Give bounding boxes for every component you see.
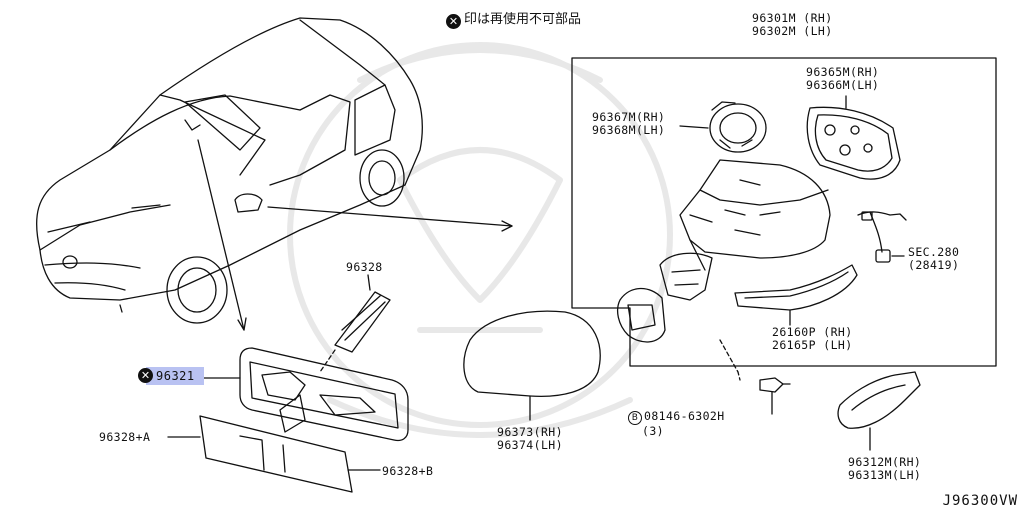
bolt-part	[719, 339, 791, 415]
inner-mirror-glass-part	[167, 415, 381, 493]
label-sec280-title: SEC.280	[908, 245, 960, 259]
watermark-emblem	[287, 42, 673, 438]
mirror-housing-part	[679, 159, 831, 271]
label-sec280-ref: (28419)	[908, 258, 960, 272]
mirror-cover-part	[463, 310, 601, 421]
highlight-box	[146, 367, 204, 385]
label-96321-highlighted: ✕ 96321	[138, 366, 204, 386]
label-96373-lh: 96374(LH)	[497, 438, 563, 452]
label-bolt-part: 08146-6302H	[644, 409, 725, 423]
label-96328-b: 96328+B	[382, 464, 434, 478]
leader-arrows	[197, 139, 513, 331]
label-96312-rh: 96312M(RH)	[848, 455, 922, 469]
label-96373-rh: 96373(RH)	[497, 425, 563, 439]
label-96367-rh: 96367M(RH)	[592, 110, 666, 124]
car-illustration	[35, 17, 423, 324]
label-96321: 96321	[156, 369, 195, 383]
mirror-stay-part	[319, 274, 391, 373]
bolt-symbol-icon: B	[628, 411, 642, 425]
label-96328: 96328	[346, 260, 383, 274]
label-96328-a: 96328+A	[99, 430, 151, 444]
label-96312-lh: 96313M(LH)	[848, 468, 922, 482]
label-26160: 26160P (RH) 26165P (LH)	[772, 326, 853, 352]
x-circle-icon: ✕	[138, 368, 153, 383]
label-96365-lh: 96366M(LH)	[806, 78, 880, 92]
label-96312: 96312M(RH) 96313M(LH)	[848, 456, 921, 482]
label-96365-rh: 96365M(RH)	[806, 65, 880, 79]
mirror-motor-part	[679, 101, 767, 153]
label-96301: 96301M (RH) 96302M (LH)	[752, 12, 833, 38]
inner-mirror-part	[203, 347, 409, 442]
label-96367: 96367M(RH) 96368M(LH)	[592, 111, 665, 137]
label-96301-rh: 96301M (RH)	[752, 11, 833, 25]
reuse-note-text: 印は再使用不可部品	[464, 12, 582, 27]
turn-signal-part	[734, 264, 858, 326]
label-96367-lh: 96368M(LH)	[592, 123, 666, 137]
label-96365: 96365M(RH) 96366M(LH)	[806, 66, 879, 92]
harness-connector-part	[857, 211, 907, 263]
side-lamp-part	[837, 371, 921, 451]
reuse-note: ✕印は再使用不可部品	[446, 8, 581, 29]
diagram-code: J96300VW	[942, 493, 1018, 509]
mirror-glass-part	[806, 95, 901, 180]
label-26160-lh: 26165P (LH)	[772, 338, 853, 352]
label-96301-lh: 96302M (LH)	[752, 24, 833, 38]
mirror-base-part	[617, 252, 713, 343]
label-bolt-qty: (3)	[642, 424, 664, 438]
label-26160-rh: 26160P (RH)	[772, 325, 853, 339]
x-circle-icon: ✕	[446, 14, 461, 29]
label-sec280: SEC.280 (28419)	[908, 246, 959, 272]
label-96373: 96373(RH) 96374(LH)	[497, 426, 563, 452]
mirror-assembly-frame	[571, 57, 997, 367]
